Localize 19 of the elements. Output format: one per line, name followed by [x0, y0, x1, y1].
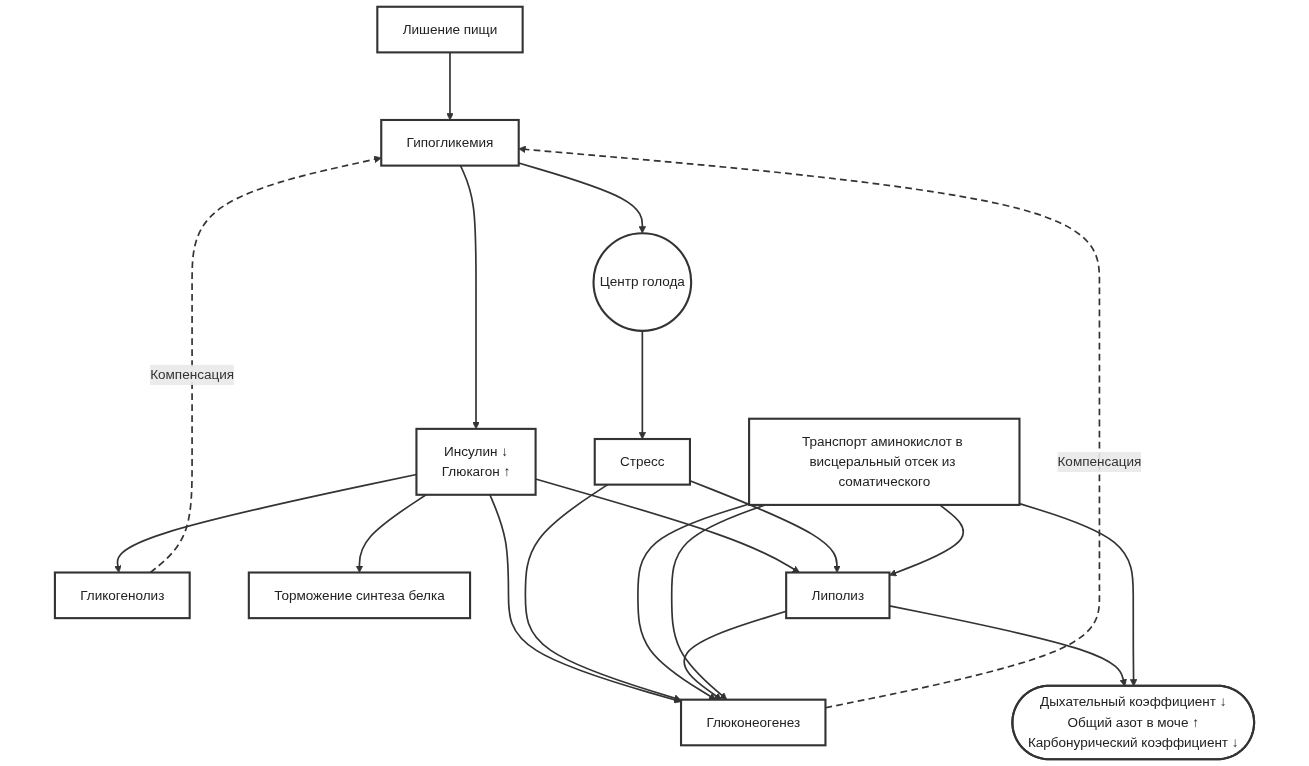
- node-box: Липолиз: [785, 571, 891, 620]
- node-box: Инсулин ↓ Глюкагон ↑: [415, 427, 537, 496]
- arrow: [637, 503, 750, 700]
- node-box: Транспорт аминокислот в висцеральный отсек из соматического: [748, 417, 1021, 506]
- node-box: Гликогенолиз: [53, 571, 191, 620]
- arrow: [683, 610, 787, 700]
- arrow: [889, 504, 965, 577]
- node-box: Торможение синтеза белка: [247, 571, 472, 620]
- node-box: Лишение пищи: [376, 5, 524, 54]
- arrow: [517, 162, 647, 234]
- arrow: [689, 479, 841, 573]
- edge-label: Компенсация: [1057, 454, 1142, 469]
- node-circle: Центр голода: [592, 232, 693, 332]
- node-box: Стресс: [593, 437, 691, 486]
- arrow: [518, 145, 1101, 709]
- edge-label: Компенсация: [150, 367, 235, 382]
- node-box: Глюконеогенез: [679, 698, 827, 747]
- arrow: [638, 330, 647, 440]
- node-box: Гипогликемия: [380, 118, 520, 167]
